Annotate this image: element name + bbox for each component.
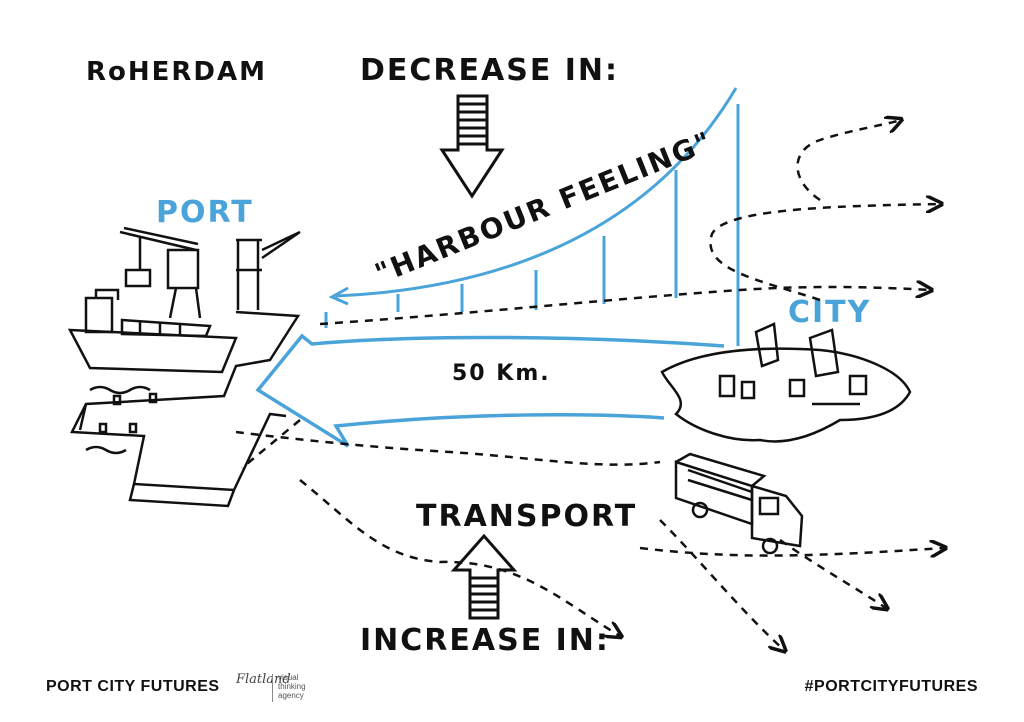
increase-heading: INCREASE IN: bbox=[360, 623, 610, 658]
route-lines bbox=[235, 120, 944, 650]
increase-arrow-icon bbox=[450, 533, 518, 620]
city-icon bbox=[660, 322, 912, 443]
agency-divider bbox=[272, 674, 273, 702]
decrease-arrow-icon bbox=[439, 94, 505, 199]
footer-hashtag: #PORTCITYFUTURES bbox=[804, 678, 978, 695]
port-label: PORT bbox=[156, 195, 254, 230]
harbour-feeling-label: "HARBOUR FEELING" bbox=[370, 125, 717, 291]
transport-label: TRANSPORT bbox=[416, 499, 637, 534]
ship-icon bbox=[67, 288, 238, 455]
city-title: RoHERDAM bbox=[86, 57, 267, 87]
quay-icon bbox=[70, 310, 301, 508]
city-label: CITY bbox=[788, 295, 871, 330]
agency-logo-signature: Flatland bbox=[236, 672, 291, 687]
distance-label: 50 Km. bbox=[452, 361, 551, 386]
agency-text: visual thinking agency bbox=[278, 673, 306, 700]
footer-title: PORT CITY FUTURES bbox=[46, 678, 220, 695]
decrease-heading: DECREASE IN: bbox=[360, 53, 619, 88]
harbour-feeling-curve bbox=[324, 87, 740, 346]
truck-icon bbox=[674, 452, 804, 555]
agency-logo: Flatland visual thinking agency bbox=[236, 670, 346, 710]
distance-arrow bbox=[255, 333, 725, 448]
crane-icon bbox=[119, 226, 301, 319]
